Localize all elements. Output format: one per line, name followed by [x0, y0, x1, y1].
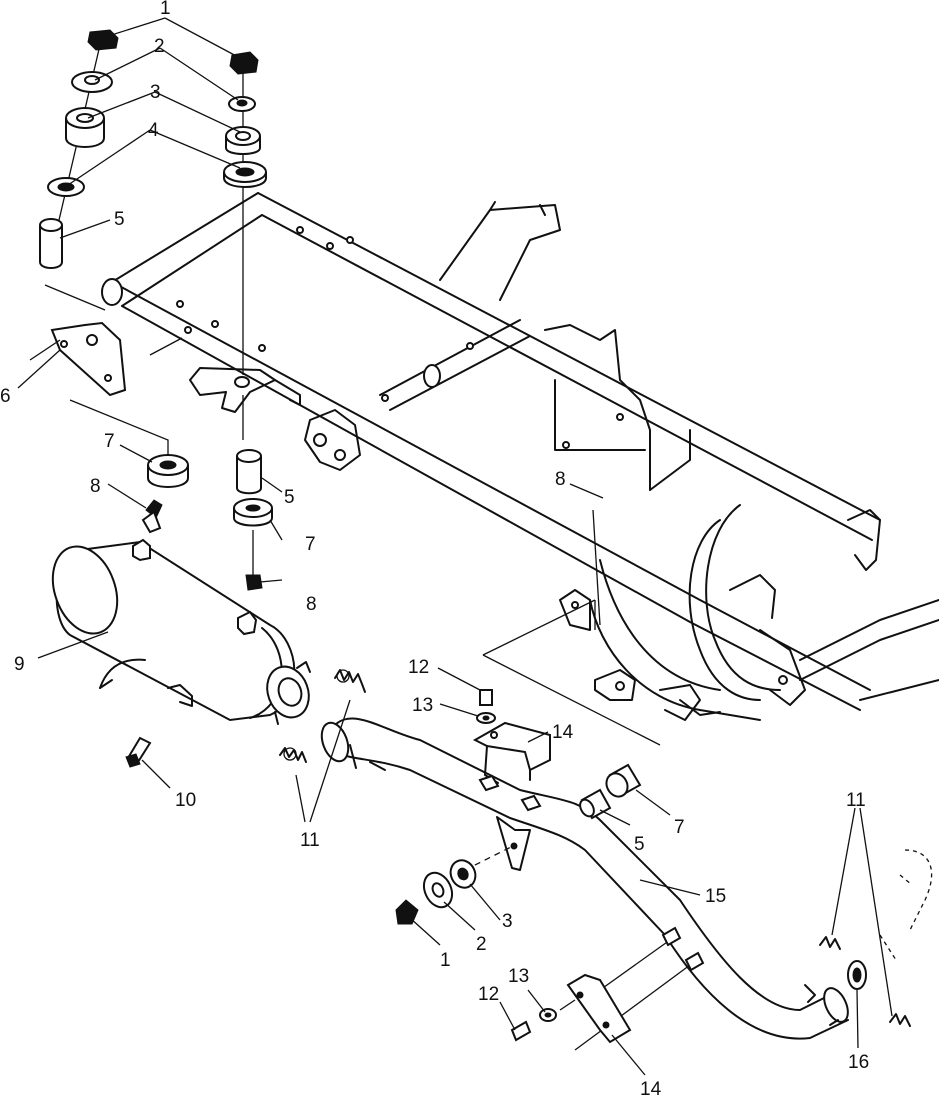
callout-6: 6 [0, 386, 11, 407]
callout-7-right: 7 [674, 817, 685, 838]
muffler [51, 538, 311, 725]
callout-11-right: 11 [846, 790, 866, 811]
callout-14-lower: 14 [640, 1079, 662, 1098]
top-hardware-left [39, 29, 119, 269]
callout-2-lower: 2 [476, 934, 487, 955]
callout-leaders [17, 17, 893, 1076]
callout-16: 16 [848, 1052, 869, 1073]
callout-4-top: 4 [148, 120, 159, 141]
callout-1-lower: 1 [440, 950, 451, 971]
callout-12-upper: 12 [408, 657, 429, 678]
callout-3-top: 3 [150, 82, 161, 103]
callout-7-center: 7 [305, 534, 316, 555]
callout-9: 9 [14, 654, 25, 675]
guide-lines [29, 44, 691, 1051]
upper-bracket-hardware [472, 689, 642, 820]
callout-10: 10 [175, 790, 196, 811]
callout-5-top: 5 [114, 209, 125, 230]
callout-2-top: 2 [154, 36, 165, 57]
lower-bracket-hardware [510, 926, 705, 1044]
callout-8-right: 8 [555, 469, 566, 490]
callout-3-lower: 3 [502, 911, 513, 932]
top-hardware-right [223, 51, 267, 188]
bolt-10 [125, 736, 152, 768]
callout-14-upper: 14 [552, 722, 574, 743]
rear-gasket-springs [819, 849, 933, 1027]
springs-left [279, 669, 366, 763]
callout-7-left: 7 [104, 431, 115, 452]
center-spacer-stack [233, 449, 273, 591]
callout-5-center: 5 [284, 487, 295, 508]
callout-8-left: 8 [90, 476, 101, 497]
callout-5-right: 5 [634, 834, 645, 855]
callout-8-center: 8 [306, 594, 317, 615]
callout-11-left: 11 [300, 830, 320, 851]
callout-12-lower: 12 [478, 984, 499, 1005]
left-grommet-bolt [141, 454, 189, 534]
callout-13-upper: 13 [412, 695, 433, 716]
callout-1-top: 1 [160, 0, 171, 19]
lower-hardware-stack [395, 859, 477, 925]
exhaust-pipe [320, 717, 849, 1040]
callout-numbers: 1 2 3 4 5 6 7 8 5 7 8 8 9 10 11 12 13 14… [0, 0, 869, 1098]
callout-15: 15 [705, 886, 726, 907]
vehicle-frame [50, 192, 939, 721]
callout-13-lower: 13 [508, 966, 529, 987]
